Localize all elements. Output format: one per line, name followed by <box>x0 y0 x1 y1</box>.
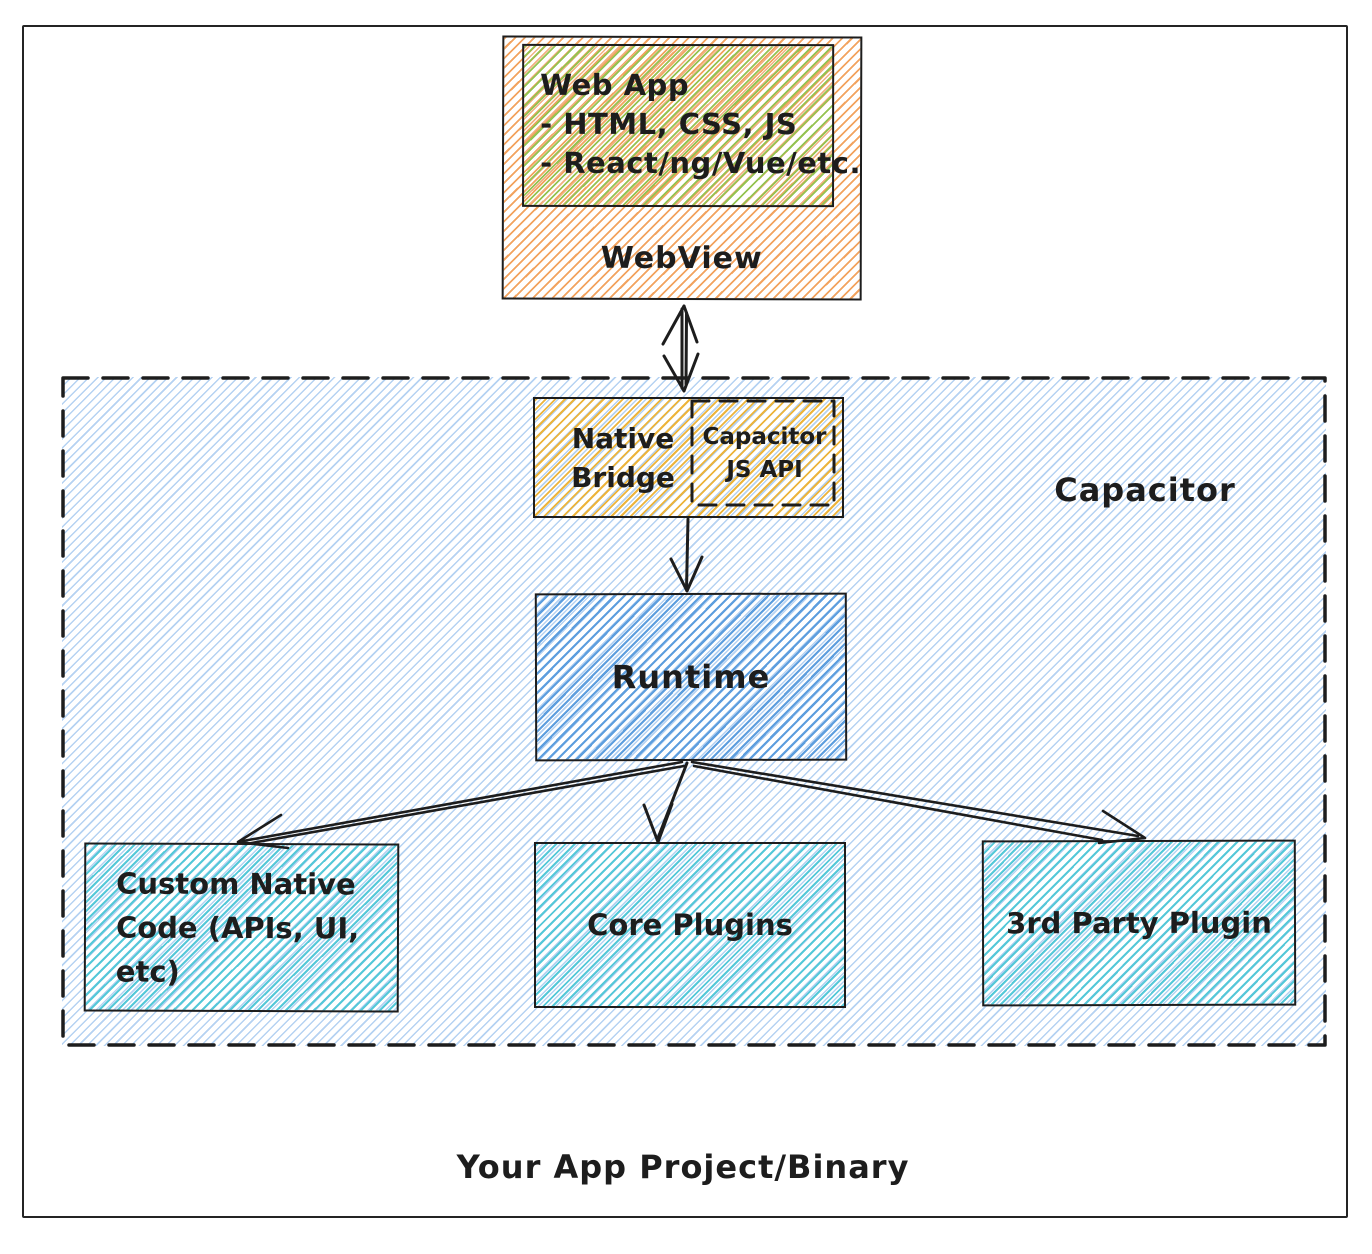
native-bridge-box: Native Bridge Capacitor JS API <box>533 397 844 518</box>
web-app-item-frameworks: - React/ng/Vue/etc. <box>540 145 861 181</box>
runtime-label: Runtime <box>611 657 771 697</box>
third-party-plugin-label: 3rd Party Plugin <box>1006 905 1272 941</box>
web-app-title: Web App <box>540 67 690 102</box>
capacitor-js-api-label: Capacitor JS API <box>702 423 827 483</box>
app-project-frame <box>22 25 1348 1218</box>
capacitor-label: Capacitor <box>1054 471 1236 509</box>
core-plugins-box: Core Plugins <box>534 842 846 1008</box>
runtime-box: Runtime <box>534 592 848 762</box>
project-binary-label: Your App Project/Binary <box>456 1148 910 1186</box>
custom-native-code-box: Custom Native Code (APIs, UI, etc) <box>83 842 400 1013</box>
web-app-box: Web App - HTML, CSS, JS - React/ng/Vue/e… <box>522 43 861 208</box>
third-party-plugin-box: 3rd Party Plugin <box>981 839 1297 1007</box>
web-app-item-html-css-js: - HTML, CSS, JS <box>540 106 798 142</box>
custom-native-code-label: Custom Native Code (APIs, UI, etc) <box>115 866 360 989</box>
native-bridge-label: Native Bridge <box>571 421 675 494</box>
core-plugins-label: Core Plugins <box>587 908 793 942</box>
webview-label: WebView <box>600 240 763 277</box>
webview-box: Web App - HTML, CSS, JS - React/ng/Vue/e… <box>501 35 863 301</box>
